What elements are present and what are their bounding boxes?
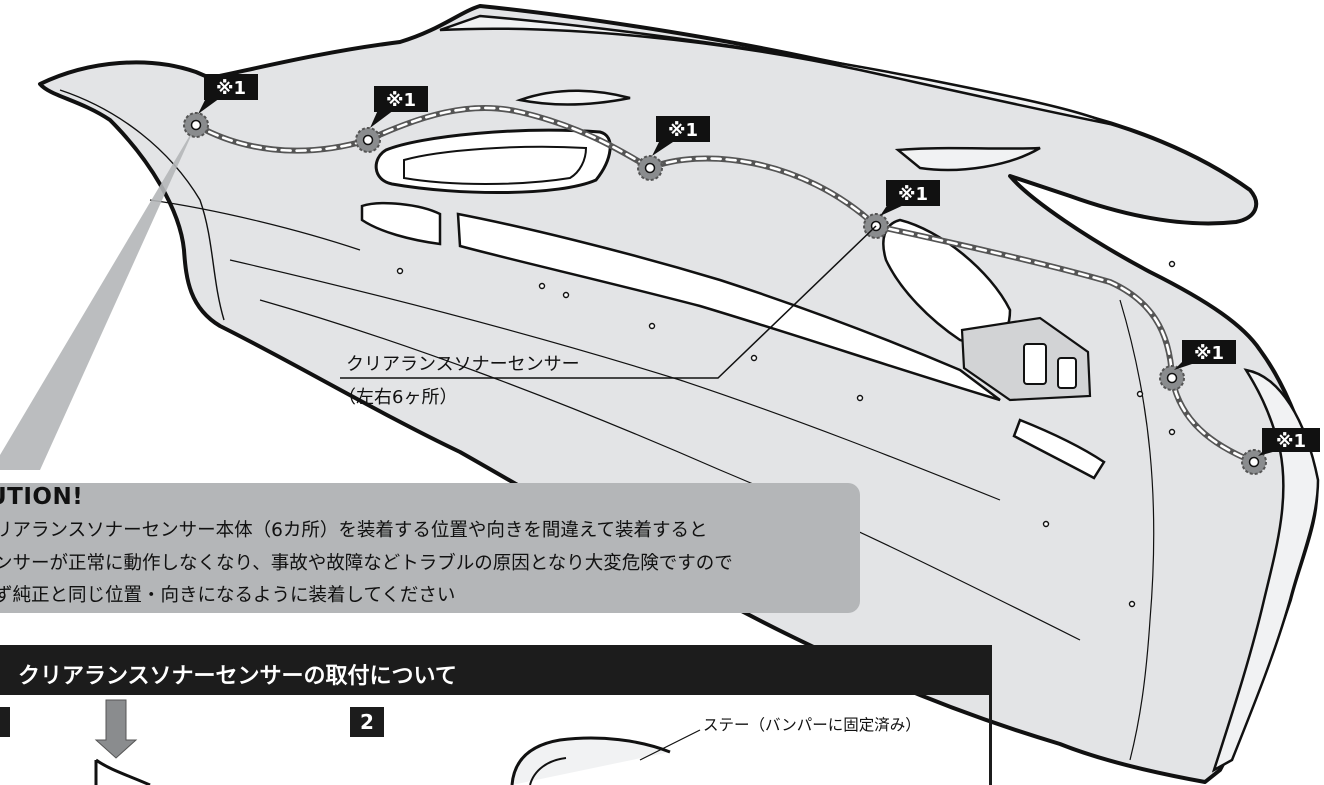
step-number-1 xyxy=(0,707,10,737)
badge-2: ※1 xyxy=(370,86,428,128)
svg-text:※1: ※1 xyxy=(216,78,246,99)
contour-low xyxy=(259,299,1081,641)
upper-ledge xyxy=(439,14,1111,126)
bumper-body xyxy=(38,4,1319,784)
sensor-2 xyxy=(355,127,381,153)
caution-line: ンサーが正常に動作しなくなり、事故や故障などトラブルの原因となり大変危険ですので xyxy=(0,553,733,574)
contour-right xyxy=(1119,299,1155,761)
svg-text:※1: ※1 xyxy=(1276,431,1306,452)
caution-title: UTION! xyxy=(0,484,84,510)
section-title: クリアランスソナーセンサーの取付について xyxy=(18,664,457,689)
leader-cone xyxy=(0,125,196,470)
lower-right-slot xyxy=(1012,418,1106,480)
lower-vent-left xyxy=(360,201,442,246)
wire-harness xyxy=(194,106,1256,464)
callout-leader xyxy=(340,225,877,379)
tow-hole-2 xyxy=(1057,357,1077,389)
top-fin xyxy=(515,89,631,106)
svg-text:※1: ※1 xyxy=(1194,343,1224,364)
corner-panel xyxy=(1211,368,1320,773)
tow-hole-1 xyxy=(1023,343,1047,385)
right-fin xyxy=(894,146,1041,172)
callout-label: クリアランスソナーセンサー xyxy=(346,354,580,375)
callout-sub: （左右6ヶ所） xyxy=(338,387,457,408)
lower-vent-center xyxy=(456,212,1001,402)
svg-text:※1: ※1 xyxy=(898,184,928,205)
badge-6: ※1 xyxy=(1258,428,1320,456)
section-frame xyxy=(989,694,992,785)
step1-illustration xyxy=(94,699,151,785)
badge-5: ※1 xyxy=(1174,340,1236,370)
down-arrow-icon xyxy=(94,699,138,759)
grille-inner xyxy=(403,145,588,185)
mounting-holes xyxy=(396,260,1176,608)
badge-4: ※1 xyxy=(880,180,940,216)
section-header-bar xyxy=(0,645,992,695)
sensor-5 xyxy=(1159,365,1185,391)
caution-panel xyxy=(0,483,860,613)
contour-mid xyxy=(229,259,1001,501)
step2-note: ステー（バンパーに固定済み） xyxy=(703,716,921,734)
sensor-3 xyxy=(637,155,663,181)
sensor-6 xyxy=(1241,449,1267,475)
left-contour-2 xyxy=(149,199,361,251)
left-contour xyxy=(59,89,225,321)
sensor-1 xyxy=(183,112,209,138)
step-number-2: 2 xyxy=(350,707,384,737)
badge-1: ※1 xyxy=(198,74,258,114)
svg-text:※1: ※1 xyxy=(386,90,416,111)
svg-text:※1: ※1 xyxy=(668,120,698,141)
caution-line: リアランスソナーセンサー本体（6カ所）を装着する位置や向きを間違えて装着すると xyxy=(0,520,708,541)
step2-illustration xyxy=(510,729,701,785)
caution-line: ず純正と同じ位置・向きになるように装着してください xyxy=(0,585,456,606)
badge-3: ※1 xyxy=(652,116,710,156)
